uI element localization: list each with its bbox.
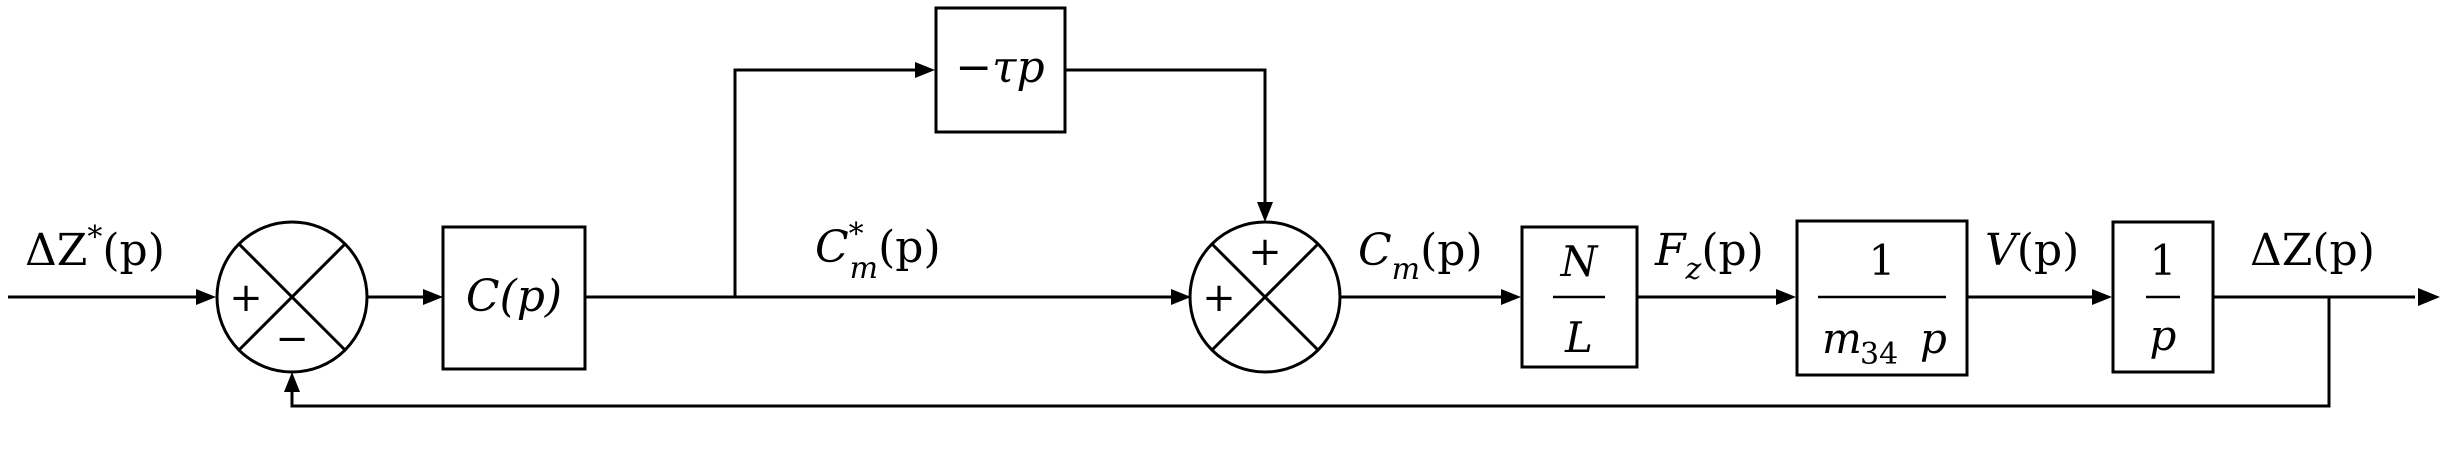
integrator-numerator: 1	[2150, 236, 2177, 285]
cm-arg: (p)	[1420, 225, 1483, 276]
controller-block: C(p)	[441, 225, 587, 371]
arrow-output	[2418, 288, 2440, 306]
output-prefix: ΔZ	[2250, 225, 2312, 276]
summer-2-top-sign: +	[1248, 229, 1282, 275]
controller-box	[441, 225, 587, 371]
summer-1-cross-b	[237, 242, 347, 352]
arrow-into-integrator	[2092, 289, 2112, 305]
fz-signal-label: Fz(p)	[1654, 225, 1764, 287]
summer-2-cross-b	[1210, 242, 1320, 352]
fz-base: F	[1654, 225, 1687, 276]
wire-feedback	[290, 297, 2331, 408]
fz-arg: (p)	[1701, 225, 1764, 276]
summer-1: + −	[215, 220, 369, 374]
mass-box	[1795, 219, 1969, 377]
summer-2: + +	[1188, 220, 1342, 374]
cm-sub: m	[1392, 252, 1420, 287]
cm-signal-label: Cm(p)	[1358, 225, 1483, 287]
input-signal-label: ΔZ*(p)	[25, 220, 165, 276]
fz-sub: z	[1685, 252, 1702, 287]
arrow-into-summer2-top	[1257, 202, 1273, 222]
v-base: V	[1985, 225, 2021, 276]
anticipation-block: −τp	[934, 6, 1067, 134]
v-signal-label: V(p)	[1985, 225, 2079, 276]
gain-numerator: N	[1560, 237, 1599, 286]
arrow-into-gain	[1501, 289, 1521, 305]
summer-1-left-sign: +	[229, 275, 263, 321]
summer-2-left-sign: +	[1202, 275, 1236, 321]
mass-denominator-var: p	[1920, 314, 1947, 363]
gain-block: N L	[1520, 225, 1639, 369]
mass-block: 1 m 34 p	[1795, 219, 1969, 377]
output-arg: (p)	[2312, 225, 2375, 276]
v-arg: (p)	[2017, 225, 2080, 276]
input-sup: *	[87, 220, 102, 255]
mass-denominator-sub: 34	[1860, 337, 1898, 372]
cm-star-signal-label: C*m(p)	[815, 217, 941, 286]
wire-branch-anticipation	[733, 68, 922, 297]
integrator-block: 1 p	[2111, 220, 2215, 374]
summer-1-bottom-sign: −	[275, 316, 309, 362]
mass-denominator-base: m	[1822, 314, 1862, 363]
arrow-into-mass	[1776, 289, 1796, 305]
gain-denominator: L	[1564, 313, 1593, 362]
output-signal-label: ΔZ(p)	[2250, 225, 2375, 276]
arrow-into-summer2	[1171, 289, 1191, 305]
cm-base: C	[1358, 225, 1392, 276]
cm-star-sub: m	[850, 251, 878, 286]
summer-1-circle	[215, 220, 369, 374]
arrow-feedback	[284, 372, 300, 392]
summer-2-circle	[1188, 220, 1342, 374]
anticipation-box	[934, 6, 1067, 134]
gain-box	[1520, 225, 1639, 369]
integrator-denominator: p	[2150, 311, 2177, 360]
cm-star-arg: (p)	[878, 222, 941, 273]
input-arg: (p)	[102, 225, 165, 276]
cm-star-base: C	[815, 222, 849, 273]
arrow-into-summer1	[196, 289, 216, 305]
arrow-into-anticipation	[915, 62, 935, 78]
cm-star-sup: *	[849, 217, 864, 252]
integrator-box	[2111, 220, 2215, 374]
wire-anticipation-summer2	[1065, 68, 1267, 208]
controller-label: C(p)	[466, 271, 562, 322]
mass-numerator: 1	[1869, 236, 1896, 285]
arrow-into-controller	[423, 289, 443, 305]
input-prefix: ΔZ	[25, 225, 87, 276]
anticipation-label: −τp	[955, 42, 1044, 93]
